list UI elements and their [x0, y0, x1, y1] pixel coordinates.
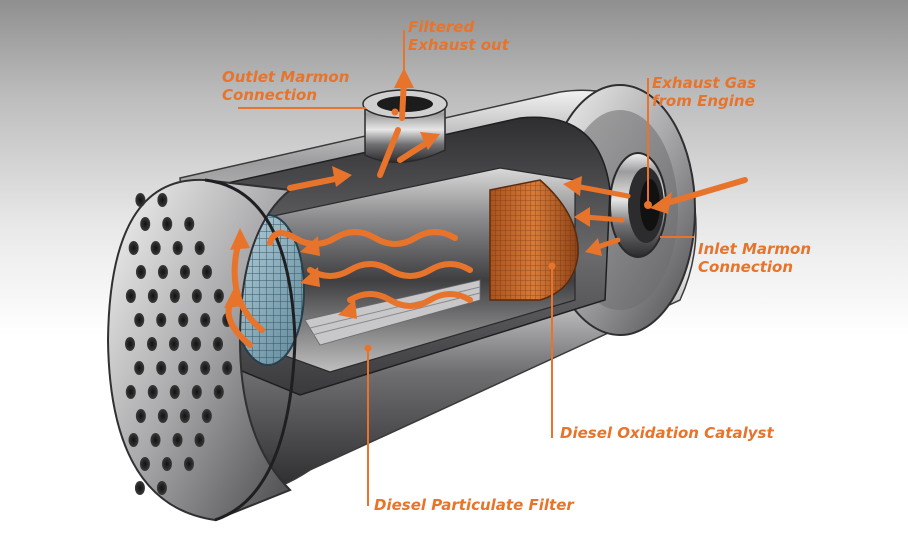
- flow-arrows: [224, 68, 748, 348]
- perforation-hole: [125, 289, 136, 303]
- wavy-flow-arrow-icon: [338, 299, 357, 319]
- perforation-hole: [179, 409, 190, 423]
- label-exhaust-gas-from-engine: Exhaust Gas from Engine: [652, 74, 757, 110]
- wavy-flow-arrow-icon: [307, 261, 473, 279]
- leader-outlet-marmon: [238, 107, 366, 109]
- perforation-hole: [222, 361, 233, 375]
- flow-arrow-icon: [563, 176, 582, 196]
- perforation-hole: [128, 241, 139, 255]
- flow-arrow-icon: [230, 228, 250, 250]
- perforation-hole: [169, 385, 180, 399]
- wavy-flow-arrow-icon: [267, 229, 458, 247]
- perforation-hole: [162, 217, 173, 231]
- perforation-hole: [213, 385, 224, 399]
- perforation-hole: [157, 265, 168, 279]
- perforation-hole: [156, 361, 167, 375]
- wavy-flow-arrow-icon: [347, 291, 473, 309]
- perforated-end-face: [106, 178, 293, 522]
- perforation-hole: [183, 457, 194, 471]
- label-outlet-marmon-connection: Outlet Marmon Connection: [222, 68, 350, 104]
- flow-arrow-icon: [377, 127, 401, 178]
- perforation-hole: [134, 313, 145, 327]
- perforation-hole: [139, 457, 150, 471]
- label-diesel-particulate-filter: Diesel Particulate Filter: [374, 496, 574, 514]
- perforation-hole: [135, 193, 146, 207]
- perforation-hole: [179, 265, 190, 279]
- flow-arrow-icon: [657, 177, 748, 208]
- perforation-hole: [150, 241, 161, 255]
- perforation-hole: [157, 193, 168, 207]
- perforation-hole: [128, 433, 139, 447]
- leader-oxidation-catalyst: [551, 266, 553, 438]
- label-filtered-exhaust-out: Filtered Exhaust out: [408, 18, 509, 54]
- perforation-hole: [178, 313, 189, 327]
- perforation-hole: [194, 241, 205, 255]
- perforation-hole: [178, 361, 189, 375]
- perforation-hole: [169, 337, 180, 351]
- perforation-hole: [125, 385, 136, 399]
- label-inlet-marmon-connection: Inlet Marmon Connection: [698, 240, 812, 276]
- perforation-hole: [140, 217, 151, 231]
- flow-arrow-icon: [650, 192, 672, 214]
- perforation-hole: [134, 481, 145, 495]
- perforation-hole: [172, 433, 183, 447]
- perforation-hole: [184, 217, 195, 231]
- flow-arrow-icon: [332, 166, 352, 187]
- perforation-hole: [134, 361, 145, 375]
- perforation-hole: [191, 337, 202, 351]
- flow-arrow-icon: [287, 175, 343, 191]
- callout-dot-icon: [391, 108, 399, 116]
- perforation-hole: [213, 337, 224, 351]
- perforation-hole: [191, 289, 202, 303]
- perforation-hole: [172, 241, 183, 255]
- wavy-flow-arrow-icon: [300, 267, 320, 287]
- perforation-hole: [135, 265, 146, 279]
- perforation-hole: [200, 313, 211, 327]
- perforation-hole: [161, 457, 172, 471]
- perforation-hole: [201, 265, 212, 279]
- flow-arrow-icon: [420, 132, 440, 150]
- flow-arrow-icon: [572, 183, 631, 199]
- leader-particulate-filter: [367, 348, 369, 506]
- perforation-hole: [150, 433, 161, 447]
- perforation-hole: [147, 289, 158, 303]
- perforation-hole: [169, 289, 180, 303]
- flow-arrow-icon: [397, 139, 431, 163]
- perforation-hole: [157, 409, 168, 423]
- perforation-hole: [191, 385, 202, 399]
- label-diesel-oxidation-catalyst: Diesel Oxidation Catalyst: [560, 424, 774, 442]
- perforation-hole: [156, 313, 167, 327]
- flow-arrow-icon: [224, 288, 244, 308]
- flow-arrow-icon: [585, 238, 602, 256]
- flow-arrow-icon: [231, 242, 265, 333]
- perforation-hole: [147, 385, 158, 399]
- perforation-hole: [194, 433, 205, 447]
- leader-exhaust-gas: [647, 78, 649, 206]
- flow-arrow-icon: [574, 207, 590, 227]
- leader-inlet-marmon: [660, 236, 694, 238]
- perforation-hole: [147, 337, 158, 351]
- perforation-hole: [125, 337, 136, 351]
- perforation-hole: [213, 289, 224, 303]
- wavy-flow-arrow-icon: [300, 236, 320, 256]
- flow-arrow-icon: [582, 214, 625, 223]
- perforation-hole: [201, 409, 212, 423]
- leader-filtered-exhaust: [403, 30, 405, 112]
- perforation-hole: [200, 361, 211, 375]
- perforation-hole: [135, 409, 146, 423]
- perforation-hole: [156, 481, 167, 495]
